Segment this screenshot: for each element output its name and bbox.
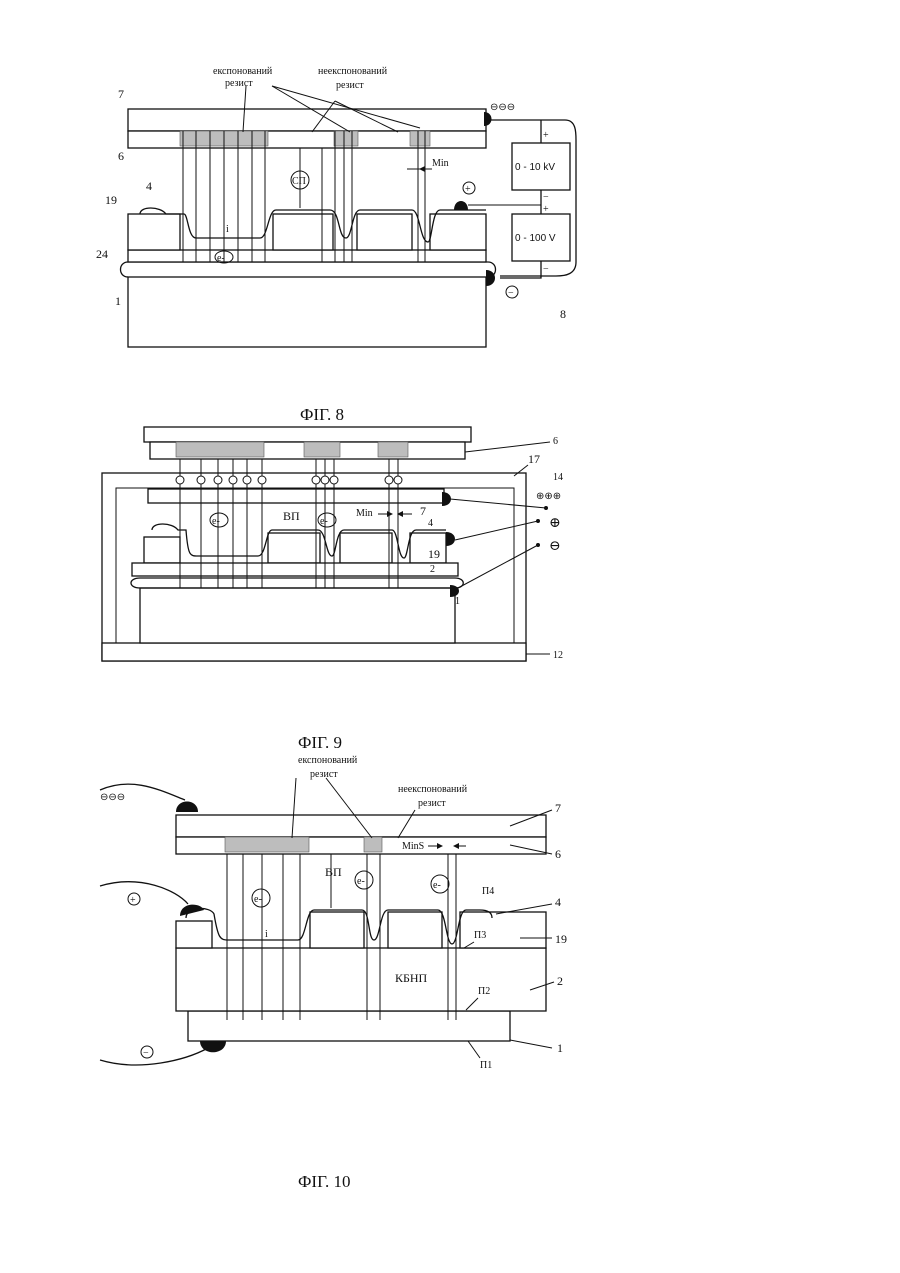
fig10-exposed-label-1: експонований <box>298 755 358 766</box>
fig10-p4-label: П4 <box>482 886 494 897</box>
fig10-plate-7 <box>176 815 546 837</box>
fig9-min-label: Min <box>356 508 373 519</box>
fig10-num-1: 1 <box>557 1041 563 1055</box>
fig10-i-label: i <box>265 929 268 940</box>
fig9-num-19: 19 <box>428 547 440 561</box>
fig8-charge-top: ⊖⊖⊖ <box>490 102 515 113</box>
fig9-electrode-7 <box>148 489 444 503</box>
fig10-vp-label: ВП <box>325 865 342 879</box>
fig10-charge-plus: + <box>130 895 136 906</box>
fig8-psu-minus-1: − <box>543 192 549 203</box>
fig8-exposed-resist-c <box>410 131 430 146</box>
fig9-num-14: 14 <box>553 472 563 483</box>
fig9-num-12: 12 <box>553 650 563 661</box>
fig9-electron-label-1: e- <box>212 516 220 527</box>
fig8-num-8: 8 <box>560 307 566 321</box>
fig9-base-12 <box>102 643 526 661</box>
fig10-electron-label-1: e- <box>254 894 262 905</box>
fig8-exposed-label-1: експонований <box>213 66 273 77</box>
fig8-electrode-bottom <box>486 270 495 286</box>
fig10-unexposed-label-2: резист <box>418 798 446 809</box>
fig8-layer-24 <box>121 262 496 277</box>
fig8-charge-minus: − <box>508 288 514 299</box>
fig10-kbnp-layer-2 <box>176 948 546 1011</box>
fig8-min-label: Min <box>432 158 449 169</box>
fig9-vp-label: ВП <box>283 509 300 523</box>
fig10-substrate-1 <box>188 1011 510 1041</box>
fig10-kbnp-label: КБНП <box>395 971 428 985</box>
fig8-electron-label: e- <box>217 253 225 264</box>
fig9-caption: ФІГ. 9 <box>298 733 342 752</box>
fig8-caption: ФІГ. 8 <box>300 405 344 424</box>
figure-9: e- e- ВП Min 6 17 14 ⊕⊕⊕ 7 4 ⊕ 19 ⊖ 2 1 … <box>102 427 563 752</box>
fig8-substrate-1 <box>128 277 486 347</box>
fig8-num-7: 7 <box>118 87 124 101</box>
fig8-num-6: 6 <box>118 149 124 163</box>
fig8-charge-plus: + <box>465 184 471 195</box>
fig8-i-label: i <box>226 224 229 235</box>
fig8-unexposed-label-2: резист <box>336 80 364 91</box>
fig8-psu-plus-2: + <box>543 204 549 215</box>
fig10-charge-top: ⊖⊖⊖ <box>100 792 125 803</box>
fig8-num-1: 1 <box>115 294 121 308</box>
fig8-num-4: 4 <box>146 179 152 193</box>
fig8-num-19: 19 <box>105 193 117 207</box>
fig9-electron-label-2: e- <box>320 516 328 527</box>
fig10-charge-minus: − <box>143 1048 149 1059</box>
fig10-electron-label-3: e- <box>433 880 441 891</box>
fig8-psu-plus-1: + <box>543 130 549 141</box>
fig9-charge-plus: ⊕ <box>549 516 561 531</box>
fig10-num-7: 7 <box>555 801 561 815</box>
fig10-num-6: 6 <box>555 847 561 861</box>
fig10-caption: ФІГ. 10 <box>298 1172 351 1191</box>
fig10-num-4: 4 <box>555 895 561 909</box>
fig8-plate-7 <box>128 109 486 131</box>
fig9-num-4: 4 <box>428 518 433 529</box>
fig10-p1-label: П1 <box>480 1060 492 1071</box>
figure-10: e- e- e- i ВП MinS КБНП експонований рез… <box>100 755 567 1191</box>
fig10-exposed-label-2: резист <box>310 769 338 780</box>
fig8-electrode-top <box>484 112 492 126</box>
fig8-exposed-label-2: резист <box>225 78 253 89</box>
fig10-p2-label: П2 <box>478 986 490 997</box>
fig10-p3-label: П3 <box>474 930 486 941</box>
fig9-substrate-1 <box>140 588 455 643</box>
fig8-exposed-resist-b <box>334 131 358 146</box>
figure-8: експонований резист неекспонований резис… <box>96 66 576 424</box>
fig9-num-17: 17 <box>528 452 540 466</box>
fig8-block-19 <box>128 214 180 250</box>
fig8-unexposed-label-1: неекспонований <box>318 66 388 77</box>
fig10-electron-label-2: e- <box>357 876 365 887</box>
fig10-unexposed-label-1: неекспонований <box>398 784 468 795</box>
fig8-psu-minus-2: − <box>543 264 549 275</box>
fig9-charge-minus: ⊖ <box>549 539 561 554</box>
fig8-num-24: 24 <box>96 247 108 261</box>
fig9-num-6: 6 <box>553 436 558 447</box>
fig8-sp-label: СП <box>292 176 306 187</box>
fig9-num-1: 1 <box>455 596 460 607</box>
fig8-layer-bar <box>128 250 486 262</box>
fig10-num-2: 2 <box>557 974 563 988</box>
fig9-num-2: 2 <box>430 564 435 575</box>
fig8-psu-kv-label: 0 - 10 kV <box>515 162 555 173</box>
fig10-mins-label: MinS <box>402 841 424 852</box>
fig10-num-19: 19 <box>555 932 567 946</box>
fig8-psu-v-label: 0 - 100 V <box>515 233 556 244</box>
fig9-num-7: 7 <box>420 504 426 518</box>
fig9-charge-top: ⊕⊕⊕ <box>536 491 561 502</box>
fig8-electrode-mid <box>454 201 468 210</box>
